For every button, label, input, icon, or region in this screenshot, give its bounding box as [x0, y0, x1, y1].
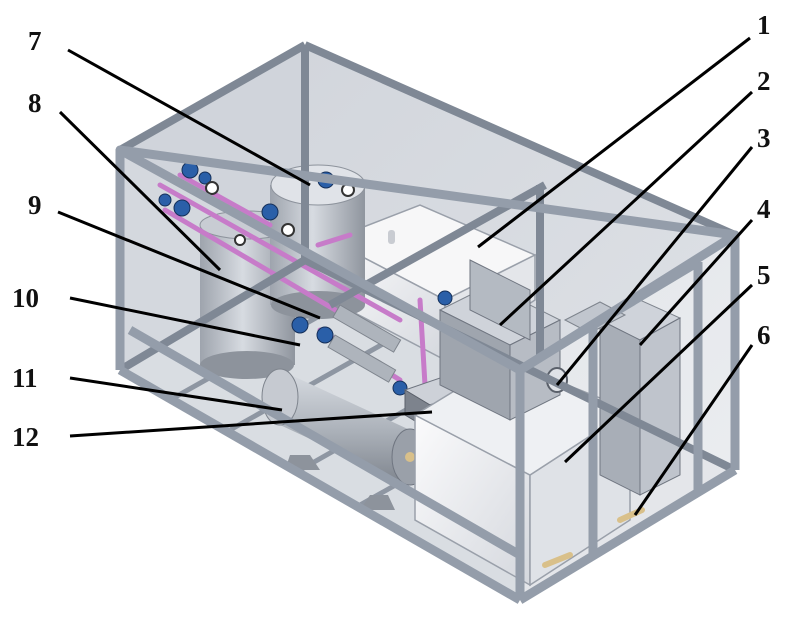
callout-label-6: 6 [757, 320, 771, 350]
callout-label-7: 7 [28, 26, 42, 56]
callout-label-2: 2 [757, 66, 771, 96]
leader-line-12 [69, 410, 433, 438]
gauges [205, 181, 355, 246]
callout-label-9: 9 [28, 190, 42, 220]
steel-frame-front [115, 145, 740, 604]
callout-label-1: 1 [757, 10, 771, 40]
leader-line-8 [58, 110, 222, 272]
leader-line-10 [69, 296, 301, 347]
leader-lines [57, 36, 754, 516]
leader-line-5 [563, 283, 754, 464]
callout-label-4: 4 [757, 194, 771, 224]
pipe-cylinders [327, 304, 402, 383]
callout-label-12: 12 [12, 422, 39, 452]
callout-label-10: 10 [12, 283, 39, 313]
callout-label-3: 3 [757, 123, 771, 153]
callout-label-8: 8 [28, 88, 42, 118]
leader-line-11 [69, 376, 283, 412]
leader-line-3 [555, 146, 754, 386]
callout-label-5: 5 [757, 260, 771, 290]
callout-label-11: 11 [12, 363, 38, 393]
leader-line-1 [477, 36, 751, 249]
leader-line-6 [633, 344, 754, 516]
leader-line-2 [498, 90, 754, 327]
leader-line-4 [638, 218, 754, 347]
leader-line-9 [57, 210, 321, 320]
leader-line-7 [67, 48, 311, 187]
